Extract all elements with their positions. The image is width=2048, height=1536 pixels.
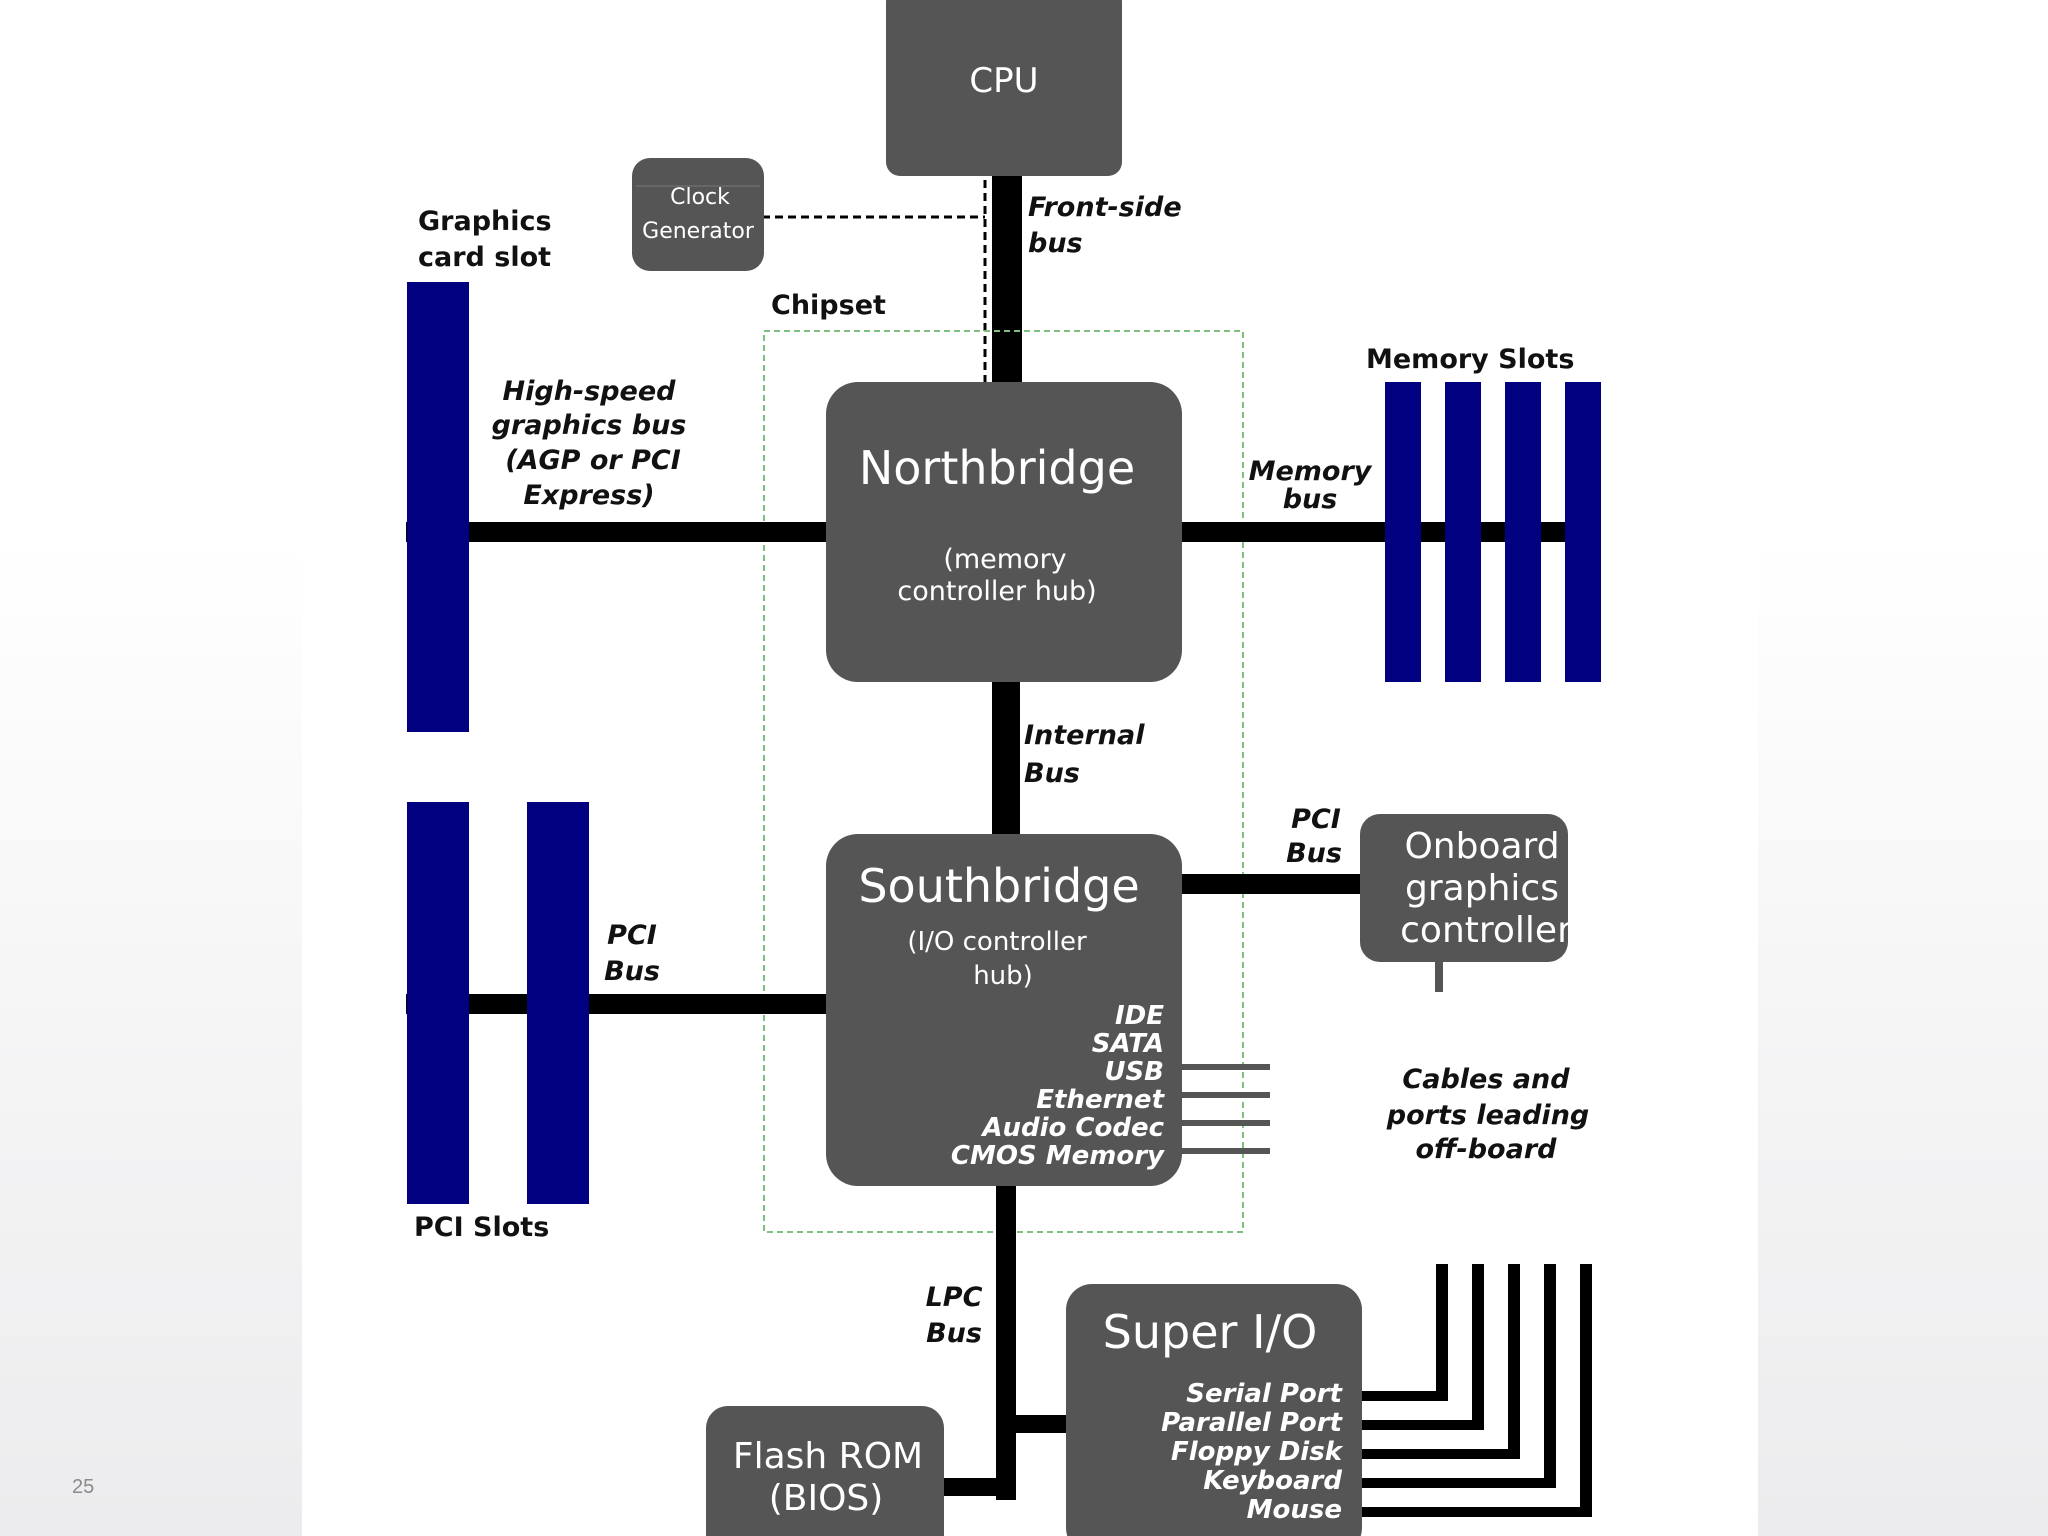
flash-rom-label-1: Flash ROM xyxy=(733,1436,923,1477)
southbridge-port-label: SATA xyxy=(1092,1029,1164,1059)
super-io-cable-horizontal xyxy=(1356,1420,1484,1430)
southbridge-chip xyxy=(826,834,1182,1186)
super-io-cable-vertical xyxy=(1436,1264,1448,1401)
memory-bus-label-1: Memory xyxy=(1249,456,1373,487)
graphics-bus-label-1: High-speed xyxy=(503,376,677,407)
clock-generator-chip xyxy=(632,158,764,271)
super-io-port-label: Serial Port xyxy=(1186,1379,1343,1409)
super-io-chip xyxy=(1066,1284,1362,1536)
pci-bus-left-label-2: Bus xyxy=(604,956,660,987)
super-io-port-label: Mouse xyxy=(1247,1495,1342,1525)
lpc-bus-label-2: Bus xyxy=(926,1318,982,1349)
southbridge-subtitle-1: (I/O controller xyxy=(907,927,1087,957)
memory-slot xyxy=(1385,382,1421,682)
super-io-title: Super I/O xyxy=(1103,1305,1318,1359)
graphics-card-slot-label-1: Graphics xyxy=(418,206,552,237)
super-io-cable-horizontal xyxy=(1356,1507,1592,1517)
southbridge-port-cables xyxy=(1180,1064,1270,1154)
memory-slots xyxy=(1385,382,1601,682)
super-io-cable-horizontal xyxy=(1356,1449,1520,1459)
clock-generator-label-1: Clock xyxy=(670,185,730,210)
chipset-label: Chipset xyxy=(771,290,886,321)
onboard-graphics-label-3: controller xyxy=(1400,910,1572,951)
northbridge-chip xyxy=(826,382,1182,682)
southbridge-port-label: IDE xyxy=(1115,1001,1164,1031)
southbridge-port-label: CMOS Memory xyxy=(951,1141,1165,1171)
northbridge-subtitle-1: (memory xyxy=(943,544,1066,575)
southbridge-port-label: USB xyxy=(1104,1057,1164,1087)
lpc-to-flash-line xyxy=(942,1478,1016,1496)
southbridge-port-cable xyxy=(1180,1120,1270,1126)
southbridge-subtitle-2: hub) xyxy=(973,961,1033,991)
internal-bus-line xyxy=(992,680,1020,836)
cables-label-3: off-board xyxy=(1416,1134,1558,1165)
lpc-bus-label-1: LPC xyxy=(926,1282,983,1313)
front-side-bus-label-1: Front-side xyxy=(1028,192,1182,223)
southbridge-port-cable xyxy=(1180,1064,1270,1070)
southbridge-port-label: Ethernet xyxy=(1036,1085,1165,1115)
pci-slots xyxy=(407,802,589,1204)
super-io-cable-horizontal xyxy=(1356,1478,1556,1488)
northbridge-title: Northbridge xyxy=(859,441,1135,495)
pci-bus-right-label-1: PCI xyxy=(1291,804,1341,835)
flash-rom-chip xyxy=(706,1406,944,1536)
cpu-chip xyxy=(886,0,1122,176)
cpu-label: CPU xyxy=(969,61,1038,101)
graphics-card-slot xyxy=(407,282,469,732)
flash-rom-label-2: (BIOS) xyxy=(769,1478,884,1519)
pci-slot xyxy=(527,802,589,1204)
super-io-cable-vertical xyxy=(1508,1264,1520,1459)
lpc-bus-line xyxy=(996,1185,1016,1500)
onboard-graphics-label-1: Onboard xyxy=(1404,826,1559,867)
graphics-bus-label-3: (AGP or PCI xyxy=(505,445,681,476)
graphics-bus-label-4: Express) xyxy=(523,480,654,511)
super-io-cable-horizontal xyxy=(1356,1391,1448,1401)
onboard-graphics-drop xyxy=(1435,950,1443,992)
southbridge-port-cable xyxy=(1180,1148,1270,1154)
super-io-port-label: Floppy Disk xyxy=(1171,1437,1344,1467)
pci-slot xyxy=(407,802,469,1204)
internal-bus-label-1: Internal xyxy=(1024,720,1145,751)
clock-generator-label-2: Generator xyxy=(642,219,755,244)
lpc-to-superio-line xyxy=(996,1415,1068,1433)
pci-bus-left-label-1: PCI xyxy=(607,920,657,951)
northbridge-subtitle-2: controller hub) xyxy=(897,576,1096,607)
slide-number: 25 xyxy=(72,1476,95,1498)
southbridge-port-label: Audio Codec xyxy=(980,1113,1164,1143)
cables-label-2: ports leading xyxy=(1386,1100,1590,1131)
memory-bus-label-2: bus xyxy=(1283,484,1338,515)
motherboard-diagram: CPU Clock Generator Northbridge (memory … xyxy=(406,0,1601,1536)
super-io-cable-vertical xyxy=(1580,1264,1592,1517)
super-io-port-label: Parallel Port xyxy=(1161,1408,1343,1438)
southbridge-port-cable xyxy=(1180,1092,1270,1098)
pci-bus-right-label-2: Bus xyxy=(1286,838,1342,869)
onboard-graphics-chip xyxy=(1360,814,1568,962)
super-io-cable-vertical xyxy=(1472,1264,1484,1430)
cables-label-1: Cables and xyxy=(1402,1064,1570,1095)
graphics-bus-line xyxy=(406,522,930,542)
front-side-bus-label-2: bus xyxy=(1028,228,1083,259)
southbridge-title: Southbridge xyxy=(858,859,1139,913)
memory-slot xyxy=(1505,382,1541,682)
memory-slot xyxy=(1445,382,1481,682)
diagram-panel: CPU Clock Generator Northbridge (memory … xyxy=(302,0,1758,1536)
super-io-cable-vertical xyxy=(1544,1264,1556,1488)
memory-slot xyxy=(1565,382,1601,682)
internal-bus-label-2: Bus xyxy=(1024,758,1080,789)
super-io-port-label: Keyboard xyxy=(1203,1466,1342,1496)
graphics-card-slot-label-2: card slot xyxy=(418,242,551,273)
pci-slots-label: PCI Slots xyxy=(414,1212,549,1243)
graphics-bus-label-2: graphics bus xyxy=(492,410,687,441)
super-io-cables xyxy=(1356,1264,1592,1517)
pci-bus-right-line xyxy=(1172,874,1366,894)
memory-slots-label: Memory Slots xyxy=(1366,344,1574,375)
onboard-graphics-label-2: graphics xyxy=(1405,868,1559,909)
front-side-bus-line xyxy=(992,175,1022,385)
